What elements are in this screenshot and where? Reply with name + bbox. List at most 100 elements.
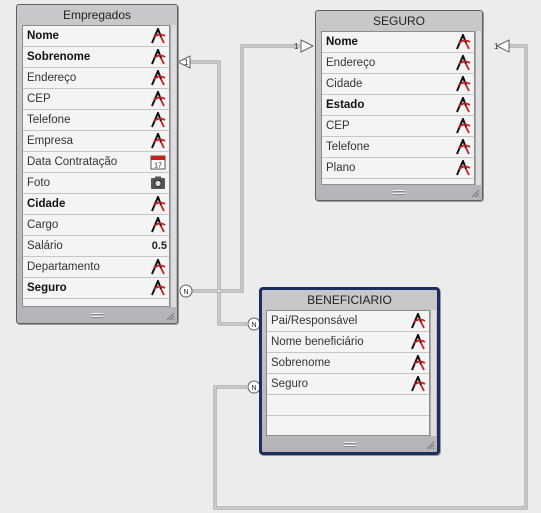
- one-arrow-seguro-right: [495, 39, 510, 53]
- table-title[interactable]: BENEFICIARIO: [307, 293, 392, 307]
- many-label: N: [183, 289, 188, 296]
- table-footer: [17, 309, 177, 323]
- field-row[interactable]: CEP: [322, 116, 474, 137]
- field-label: Data Contratação: [27, 156, 118, 168]
- text-type-icon: [411, 334, 426, 350]
- resize-handle-icon[interactable]: [166, 312, 175, 321]
- grip-icon[interactable]: [393, 190, 405, 195]
- text-type-icon: [456, 160, 471, 176]
- field-row[interactable]: Cargo: [23, 215, 169, 236]
- field-row[interactable]: Telefone: [23, 110, 169, 131]
- field-row[interactable]: Telefone: [322, 137, 474, 158]
- field-label: Cidade: [27, 198, 66, 210]
- empty-row: [267, 416, 429, 436]
- field-row[interactable]: Empresa: [23, 131, 169, 152]
- field-row[interactable]: Pai/Responsável: [267, 311, 429, 332]
- text-type-icon: [151, 70, 166, 86]
- text-type-icon: [411, 313, 426, 329]
- one-label: 1: [184, 58, 189, 67]
- field-label: Departamento: [27, 261, 100, 273]
- field-row[interactable]: CEP: [23, 89, 169, 110]
- vertical-scrollbar[interactable]: [170, 25, 176, 307]
- text-type-icon: [456, 34, 471, 50]
- one-label: 1: [494, 42, 499, 51]
- grip-icon[interactable]: [343, 442, 356, 447]
- field-row[interactable]: Endereço: [23, 68, 169, 89]
- text-type-icon: [151, 49, 166, 65]
- vertical-scrollbar[interactable]: [430, 310, 436, 436]
- many-label: N: [251, 385, 256, 392]
- text-type-icon: [151, 217, 166, 233]
- table-title[interactable]: SEGURO: [372, 14, 425, 28]
- field-label: CEP: [27, 93, 51, 105]
- field-label: Seguro: [27, 282, 67, 294]
- grip-icon[interactable]: [91, 313, 103, 318]
- field-label: Foto: [27, 177, 51, 189]
- text-type-icon: [151, 196, 166, 212]
- field-label: Pai/Responsável: [271, 315, 358, 327]
- field-label: Telefone: [326, 141, 370, 153]
- field-label: Estado: [326, 99, 365, 111]
- field-row[interactable]: Nome: [23, 26, 169, 47]
- field-row[interactable]: Cidade: [23, 194, 169, 215]
- text-type-icon: [151, 280, 166, 296]
- field-label: Sobrenome: [271, 357, 331, 369]
- text-type-icon: [456, 97, 471, 113]
- relation-empregados-seguro[interactable]: [192, 44, 300, 293]
- field-row[interactable]: Sobrenome: [267, 353, 429, 374]
- field-row[interactable]: Endereço: [322, 53, 474, 74]
- text-type-icon: [456, 76, 471, 92]
- table-footer: [316, 186, 482, 200]
- text-type-icon: [151, 112, 166, 128]
- date-type-icon: 17: [150, 155, 166, 170]
- field-row[interactable]: Sobrenome: [23, 47, 169, 68]
- table-footer: [262, 438, 437, 452]
- text-type-icon: [151, 133, 166, 149]
- resize-handle-icon[interactable]: [426, 441, 435, 450]
- field-row[interactable]: Estado: [322, 95, 474, 116]
- field-row[interactable]: Plano: [322, 158, 474, 179]
- field-label: Empresa: [27, 135, 74, 147]
- field-label: Nome beneficiário: [271, 336, 364, 348]
- field-row[interactable]: Nome: [322, 32, 474, 53]
- field-row[interactable]: Departamento: [23, 257, 169, 278]
- field-label: Nome: [27, 30, 59, 42]
- resize-handle-icon[interactable]: [471, 189, 480, 198]
- field-row[interactable]: Data Contratação 17: [23, 152, 169, 173]
- one-arrow-seguro-left: [300, 39, 315, 53]
- field-label: Telefone: [27, 114, 71, 126]
- field-row[interactable]: Foto: [23, 173, 169, 194]
- picture-type-icon: [151, 176, 165, 189]
- field-label: Nome: [326, 36, 358, 48]
- field-row[interactable]: Seguro: [267, 374, 429, 395]
- svg-text:17: 17: [154, 163, 162, 170]
- field-label: Cargo: [27, 219, 59, 231]
- text-type-icon: [151, 28, 166, 44]
- field-label: Endereço: [326, 57, 376, 69]
- vertical-scrollbar[interactable]: [475, 31, 481, 185]
- text-type-icon: [411, 376, 426, 392]
- one-label: 1: [294, 42, 299, 51]
- field-row[interactable]: Nome beneficiário: [267, 332, 429, 353]
- field-row[interactable]: Cidade: [322, 74, 474, 95]
- text-type-icon: [151, 91, 166, 107]
- table-title[interactable]: Empregados: [62, 8, 132, 22]
- text-type-icon: [151, 259, 166, 275]
- many-label: N: [251, 322, 256, 329]
- text-type-icon: [456, 139, 471, 155]
- text-type-icon: [456, 55, 471, 71]
- empty-row: [267, 395, 429, 416]
- one-arrow-empregados: [176, 55, 191, 69]
- text-type-icon: [456, 118, 471, 134]
- field-label: CEP: [326, 120, 350, 132]
- field-row[interactable]: Seguro: [23, 278, 169, 299]
- field-label: Cidade: [326, 78, 363, 90]
- number-type-icon: 0.5: [151, 240, 167, 252]
